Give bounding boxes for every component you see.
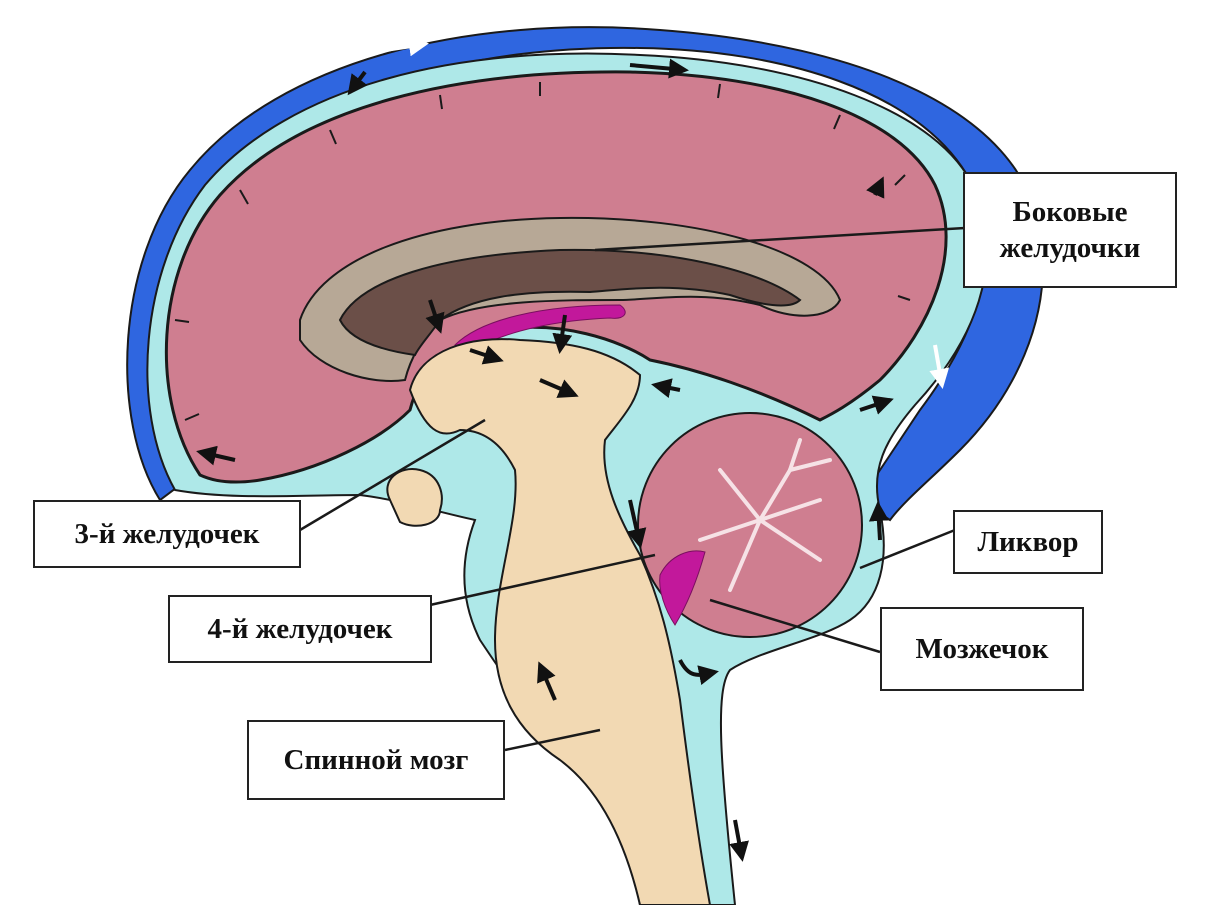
label-spinal-cord-text: Спинной мозг <box>284 742 469 778</box>
label-cerebellum-text: Мозжечок <box>916 631 1049 667</box>
pituitary <box>387 469 441 526</box>
label-csf: Ликвор <box>953 510 1103 574</box>
label-spinal-cord: Спинной мозг <box>247 720 505 800</box>
label-third-ventricle: 3-й желудочек <box>33 500 301 568</box>
label-third-ventricle-text: 3-й желудочек <box>75 516 260 552</box>
arrow-icon <box>878 505 880 540</box>
label-fourth-ventricle: 4-й желудочек <box>168 595 432 663</box>
label-lateral-ventricles-line1: Боковые <box>1013 194 1128 230</box>
label-cerebellum: Мозжечок <box>880 607 1084 691</box>
label-fourth-ventricle-text: 4-й желудочек <box>208 611 393 647</box>
label-lateral-ventricles-line2: желудочки <box>1000 230 1141 266</box>
label-csf-text: Ликвор <box>977 524 1078 560</box>
arrow-icon <box>735 820 742 858</box>
label-lateral-ventricles: Боковые желудочки <box>963 172 1177 288</box>
